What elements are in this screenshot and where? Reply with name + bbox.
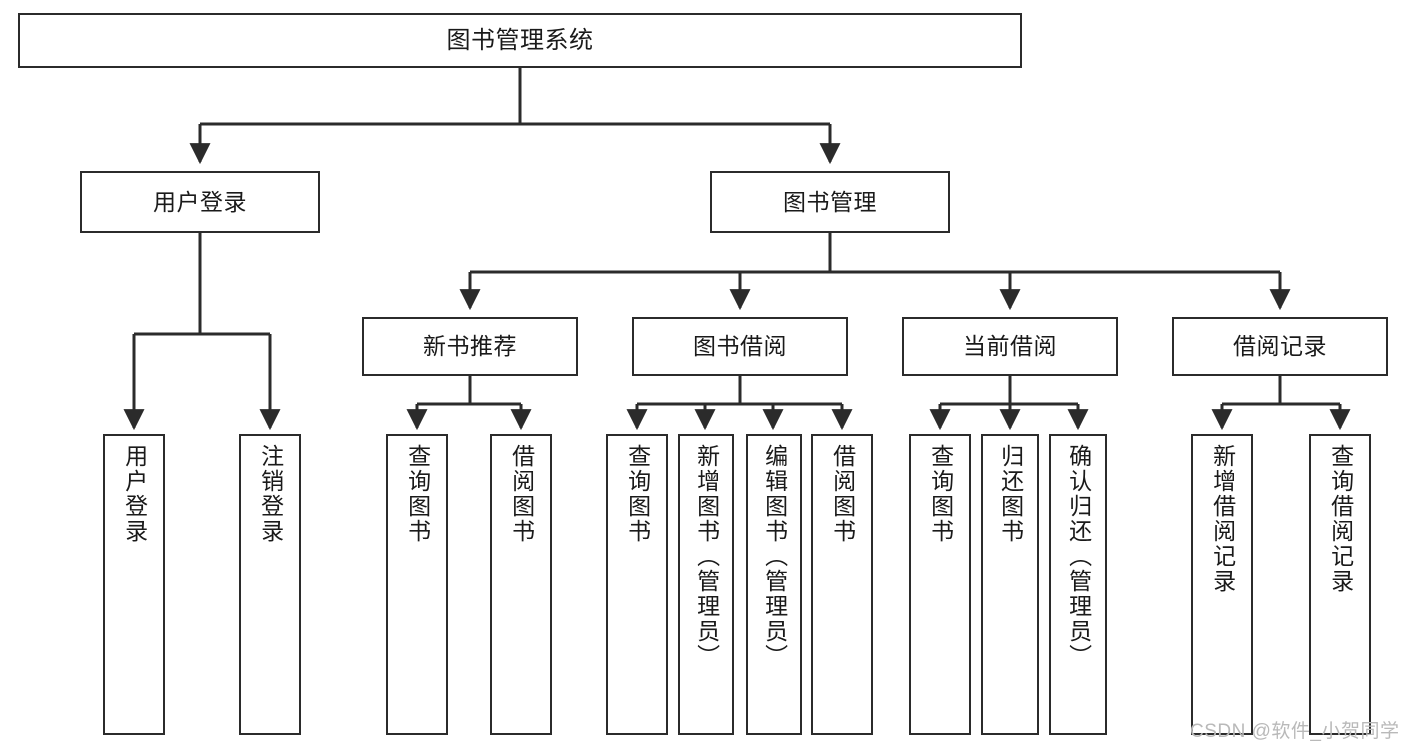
node-label: 查询借阅记录 — [1327, 444, 1354, 594]
node-label: 借阅图书 — [829, 444, 856, 544]
node-root-book-management-system[interactable]: 图书管理系统 — [18, 13, 1022, 68]
node-label: 用户登录 — [121, 444, 148, 544]
leaf-edit-book-admin[interactable]: 编辑图书（管理员） — [746, 434, 802, 735]
node-label: 图书管理系统 — [446, 26, 594, 54]
node-label: 新增借阅记录 — [1209, 444, 1236, 594]
leaf-query-borrow-record[interactable]: 查询借阅记录 — [1309, 434, 1371, 735]
node-new-book-recommendation[interactable]: 新书推荐 — [362, 317, 578, 376]
node-user-login[interactable]: 用户登录 — [80, 171, 320, 233]
node-label: 新书推荐 — [423, 333, 517, 360]
node-label: 当前借阅 — [963, 333, 1057, 360]
node-label: 借阅记录 — [1233, 333, 1327, 360]
node-label: 查询图书 — [624, 444, 651, 544]
node-current-borrow[interactable]: 当前借阅 — [902, 317, 1118, 376]
leaf-logout[interactable]: 注销登录 — [239, 434, 301, 735]
leaf-query-book-current[interactable]: 查询图书 — [909, 434, 971, 735]
leaf-return-book[interactable]: 归还图书 — [981, 434, 1039, 735]
leaf-user-login[interactable]: 用户登录 — [103, 434, 165, 735]
node-label: 查询图书 — [927, 444, 954, 544]
leaf-query-book-borrow[interactable]: 查询图书 — [606, 434, 668, 735]
leaf-borrow-book-recommendation[interactable]: 借阅图书 — [490, 434, 552, 735]
node-book-borrow[interactable]: 图书借阅 — [632, 317, 848, 376]
node-label: 借阅图书 — [508, 444, 535, 544]
leaf-confirm-return-admin[interactable]: 确认归还（管理员） — [1049, 434, 1107, 735]
csdn-watermark: CSDN @软件_小贺同学 — [1190, 721, 1400, 742]
node-label: 确认归还（管理员） — [1065, 444, 1092, 669]
node-label: 图书借阅 — [693, 333, 787, 360]
leaf-add-borrow-record[interactable]: 新增借阅记录 — [1191, 434, 1253, 735]
node-label: 查询图书 — [404, 444, 431, 544]
node-borrow-record[interactable]: 借阅记录 — [1172, 317, 1388, 376]
leaf-query-book-recommendation[interactable]: 查询图书 — [386, 434, 448, 735]
node-label: 图书管理 — [783, 188, 877, 215]
node-label: 新增图书（管理员） — [693, 444, 720, 669]
node-label: 用户登录 — [153, 188, 247, 215]
leaf-add-book-admin[interactable]: 新增图书（管理员） — [678, 434, 734, 735]
node-label: 归还图书 — [997, 444, 1024, 544]
node-book-management[interactable]: 图书管理 — [710, 171, 950, 233]
leaf-borrow-book[interactable]: 借阅图书 — [811, 434, 873, 735]
node-label: 编辑图书（管理员） — [761, 444, 788, 669]
node-label: 注销登录 — [257, 444, 284, 544]
